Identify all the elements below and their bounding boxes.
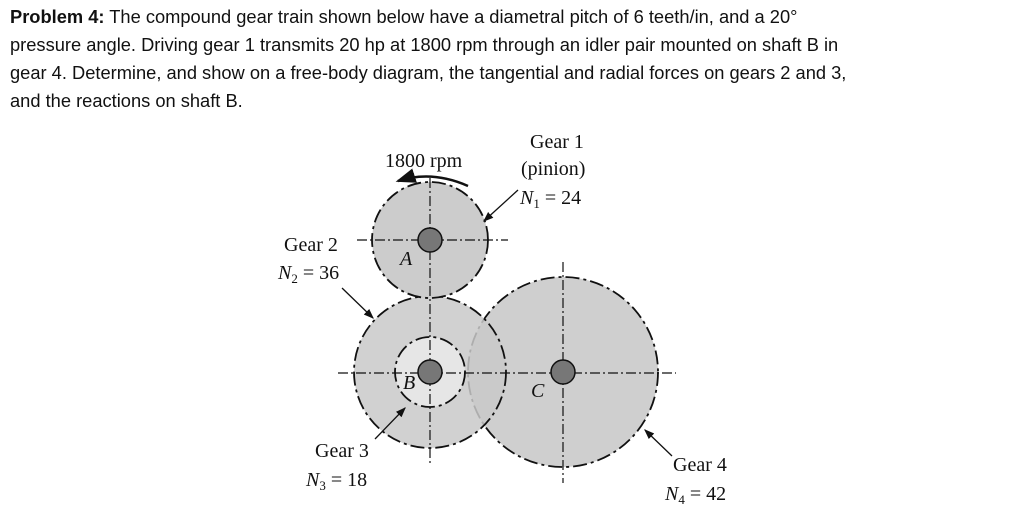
problem-line-3: gear 4. Determine, and show on a free-bo…	[10, 62, 847, 83]
problem-text: The compound gear train shown below have…	[104, 6, 798, 27]
problem-label: Problem 4:	[10, 6, 105, 27]
gear1-name: Gear 1	[530, 131, 584, 153]
shaft-a-label: A	[398, 248, 413, 270]
shaft-a	[417, 227, 443, 253]
gear4-teeth: N4 = 42	[664, 483, 726, 507]
problem-statement: Problem 4: The compound gear train shown…	[10, 3, 846, 115]
shaft-b	[417, 359, 443, 385]
gear2-name: Gear 2	[284, 234, 338, 256]
gear1-note: (pinion)	[521, 158, 585, 180]
gear1-teeth: N1 = 24	[519, 187, 581, 211]
gear3-name: Gear 3	[315, 440, 369, 462]
shaft-c-label: C	[531, 380, 545, 402]
leader-lines	[341, 189, 673, 457]
gear2-teeth: N2 = 36	[277, 262, 339, 286]
problem-line-1: Problem 4: The compound gear train shown…	[10, 3, 846, 31]
problem-line-2: pressure angle. Driving gear 1 transmits…	[10, 34, 839, 55]
gear3-teeth: N3 = 18	[305, 469, 367, 493]
rotation-arrow-icon	[395, 168, 469, 188]
shaft-c	[550, 359, 576, 385]
shaft-b-label: B	[403, 372, 415, 394]
gear4-name: Gear 4	[673, 454, 727, 476]
speed-label: 1800 rpm	[385, 150, 463, 172]
problem-line-4: and the reactions on shaft B.	[10, 90, 243, 111]
